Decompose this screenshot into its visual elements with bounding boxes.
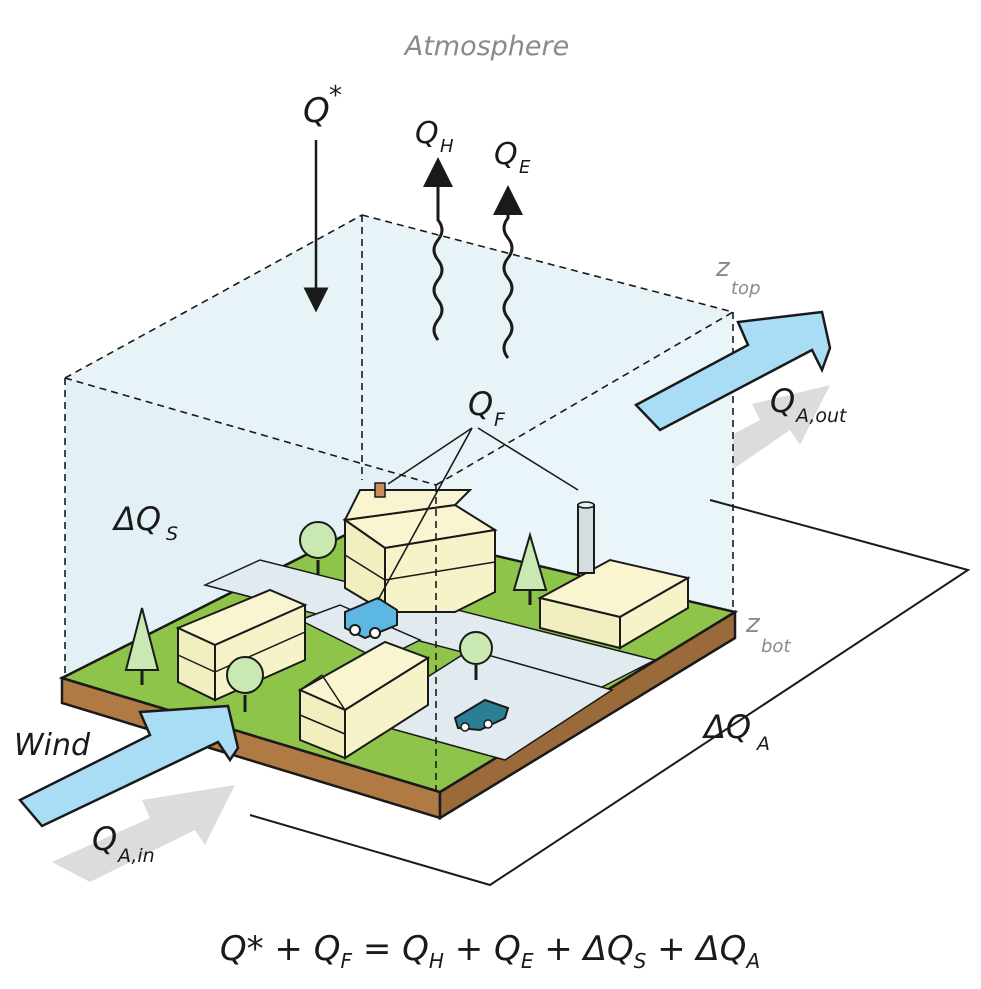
q-star-label: Q *	[303, 81, 342, 131]
svg-text:Q: Q	[468, 385, 493, 423]
svg-text:Q: Q	[494, 137, 518, 172]
q-e-label: Q E	[494, 137, 531, 178]
svg-text:ΔQ: ΔQ	[111, 500, 161, 538]
delta-qa-bracket	[249, 499, 971, 887]
car	[453, 698, 510, 732]
atmosphere-label: Atmosphere	[403, 31, 570, 62]
tree-round-1	[299, 521, 337, 575]
svg-text:A,out: A,out	[794, 405, 848, 427]
wind-arrow-in	[18, 704, 240, 828]
svg-text:E: E	[519, 157, 531, 178]
z-top-label: z top	[715, 253, 761, 299]
trees	[124, 521, 548, 712]
svg-text:Q: Q	[770, 382, 795, 420]
svg-text:z: z	[745, 609, 761, 639]
svg-text:ΔQ: ΔQ	[701, 708, 751, 746]
svg-text:A: A	[755, 733, 770, 755]
qf-connector-lines	[377, 427, 579, 601]
shadow-arrow-in	[52, 785, 235, 882]
delta-qa-label: ΔQ A	[701, 708, 770, 755]
wind-arrow-out	[633, 310, 832, 432]
volume-top-face	[65, 215, 733, 485]
svg-text:A,in: A,in	[116, 845, 155, 867]
svg-text:S: S	[166, 523, 178, 545]
q-h-label: Q H	[415, 116, 454, 157]
chimney	[374, 482, 386, 498]
buildings	[175, 482, 691, 760]
q-e-wavy-arrow	[493, 185, 523, 359]
delta-qs-label: ΔQ S	[111, 500, 178, 545]
building-front	[297, 640, 431, 760]
labels: Atmosphere Q * Q H Q E Q F ΔQ S ΔQ A Q A…	[14, 31, 848, 867]
volume-dashed-edges	[64, 214, 734, 790]
q-f-label: Q F	[468, 385, 506, 431]
z-bot-label: z bot	[745, 609, 791, 657]
building-right	[537, 558, 691, 650]
building-back	[342, 482, 498, 614]
q-h-wavy-arrow	[423, 157, 453, 341]
q-a-out-label: Q A,out	[770, 382, 848, 427]
wind-label: Wind	[14, 728, 91, 763]
vehicles	[344, 596, 510, 732]
smokestack	[577, 501, 595, 574]
svg-text:top: top	[731, 278, 761, 299]
energy-balance-equation: Q* + QF = QH + QE + ΔQS + ΔQA	[220, 929, 760, 973]
svg-text:bot: bot	[761, 636, 791, 657]
tree-conifer-1	[124, 607, 160, 685]
svg-text:Q: Q	[303, 91, 330, 131]
svg-text:H: H	[440, 136, 454, 157]
van	[344, 596, 398, 640]
tree-conifer-2	[512, 531, 548, 605]
svg-text:Q: Q	[415, 116, 439, 151]
svg-text:z: z	[715, 253, 731, 283]
svg-text:Q: Q	[92, 820, 117, 858]
tree-round-3	[459, 631, 493, 680]
svg-text:F: F	[494, 409, 506, 431]
svg-text:*: *	[329, 81, 342, 111]
tree-round-2	[226, 656, 264, 712]
q-a-in-label: Q A,in	[92, 820, 155, 867]
